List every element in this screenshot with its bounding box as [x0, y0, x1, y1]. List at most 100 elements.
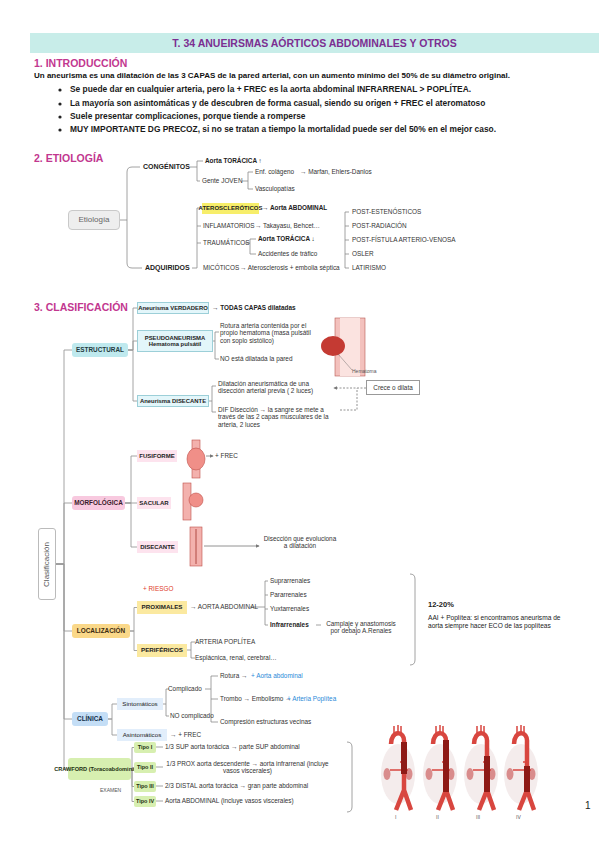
text-label: Yuxtarrenales: [270, 605, 309, 612]
affected-segment: [443, 740, 449, 792]
text-label: → Takayasu, Behcet…: [255, 222, 320, 229]
text-label: → + FREC: [170, 731, 201, 738]
text-label: CONGÉNITOS: [143, 163, 190, 171]
tree-connector: [130, 631, 137, 651]
node-text: LOCALIZACIÓN: [77, 627, 125, 634]
text-label: Rotura arteria contenida por el propio h…: [220, 322, 320, 344]
vessel-shape: [190, 527, 202, 566]
leader-line: [338, 354, 352, 370]
dashed-arrow: [334, 388, 366, 410]
type-box: Aneurisma VERDADERO: [137, 302, 209, 314]
text-label: LATIRISMO: [352, 264, 386, 271]
text-label: Suele presentar complicaciones, porque t…: [70, 112, 306, 122]
text-label: Accidentes de tráfico: [258, 250, 317, 257]
node-text: Etiología: [78, 216, 109, 225]
bullet: [58, 115, 61, 118]
text-label: Infrarrenales: [270, 621, 309, 628]
type-box: PROXIMALES: [137, 601, 187, 614]
node-text: PROXIMALES: [142, 604, 183, 611]
tree-connector: [128, 350, 137, 401]
tree-connector: [128, 341, 137, 350]
text-label: ARTERIA POPLÍTEA: [195, 638, 255, 645]
node-text: Tipo IV: [136, 798, 154, 804]
tree-connector: [125, 456, 137, 503]
category-box: LOCALIZACIÓN: [72, 624, 130, 638]
bracket: [209, 386, 216, 412]
type-box: PERIFÉRICOS: [137, 644, 187, 657]
text-label: + RIESGO: [143, 585, 173, 592]
text-label: 2. ETIOLOGÍA: [34, 152, 103, 164]
bracket: [213, 332, 219, 359]
affected-segment: [524, 766, 530, 792]
arrow-line: [206, 456, 213, 457]
bracket: [120, 167, 142, 268]
text-label: Enf. colágeno: [255, 168, 294, 175]
text-label: 12-20%: [428, 601, 454, 610]
node-text: Sintomáticos: [122, 701, 157, 708]
title-band: T. 34 ANUEIRSMAS AÓRTICOS ABDOMINALES Y …: [30, 33, 599, 53]
type-box: DISECANTE: [137, 541, 178, 553]
text-label: → TODAS CAPAS dilatadas: [212, 304, 296, 311]
tree-connector: [108, 704, 117, 719]
type-box: Tipo III: [134, 781, 156, 792]
bracket: [187, 642, 195, 658]
text-label: 1: [585, 800, 591, 812]
text-label: POST-FÍSTULA ARTERIO-VENOSA: [352, 236, 456, 243]
title-text: T. 34 ANUEIRSMAS AÓRTICOS ABDOMINALES Y …: [172, 37, 456, 49]
aorta-figure: [504, 725, 538, 810]
aorta-figure: [381, 725, 415, 810]
tree-connector: [130, 608, 137, 632]
node-text: Aneurisma VERDADERO: [138, 305, 208, 311]
category-box: CRAWFORD (Toracoabdominales): [68, 758, 131, 780]
text-label: ADQUIRIDOS: [145, 264, 190, 272]
text-label: Disección que evoluciona a dilatación: [262, 535, 338, 550]
text-label: → AORTA ABDOMINAL: [190, 603, 258, 610]
text-label: IV: [516, 815, 521, 821]
highlight-box: ATEROSCLERÓTICOS: [202, 203, 259, 214]
connector-line: [156, 747, 163, 801]
text-label: Trombo → Embolismo →: [220, 695, 292, 702]
text-label: La mayoría son asintomáticas y de descub…: [70, 99, 485, 109]
node-text: Clasificación: [43, 542, 52, 587]
type-box: SACULAR: [137, 497, 171, 509]
type-box: PSEUDOANEURISMAHematoma pulsátil: [137, 330, 213, 352]
fusiform-bulge: [187, 448, 205, 470]
type-box: Sintomáticos: [117, 698, 163, 710]
text-label: NO complicado: [170, 712, 214, 719]
text-label: DIF Disección → la sangre se mete a trav…: [218, 406, 338, 428]
morphology-illustrations: [183, 440, 259, 566]
text-label: I: [395, 815, 396, 821]
connector-line: [316, 625, 321, 626]
text-label: Esplácnica, renal, cerebral…: [195, 654, 277, 661]
aorta-figure: [464, 725, 498, 810]
category-box: Clasificación: [38, 528, 56, 600]
node-text: FUSIFORME: [139, 453, 174, 460]
text-label: POST-RADIACIÓN: [352, 222, 407, 229]
text-label: Rotura →: [220, 672, 247, 679]
text-label: Compresión estructuras vecinas: [220, 718, 311, 725]
pseudoaneurysm-illustration: [321, 318, 365, 376]
text-label: + Aorta abdominal: [251, 672, 303, 679]
text-label: 1. INTRODUCCIÓN: [34, 57, 127, 69]
affected-segment: [401, 742, 407, 774]
text-label: Hematoma: [352, 369, 376, 375]
crawford-illustrations: [381, 725, 538, 810]
etiology-brackets: [120, 161, 349, 268]
type-box: Tipo I: [134, 742, 156, 753]
text-label: + FREC: [215, 452, 238, 459]
text-label: INFLAMATORIOS: [203, 222, 255, 229]
text-label: 3. CLASIFICACIÓN: [34, 301, 128, 313]
text-label: OSLER: [352, 250, 374, 257]
node-text: MORFOLÓGICA: [74, 499, 123, 506]
type-box: Asintomáticos: [117, 729, 167, 741]
saccular-bulge: [189, 493, 203, 507]
node-text: Aneurisma DISECANTE: [140, 398, 206, 404]
arrow-line: [204, 546, 259, 547]
text-label: MICÓTICOS: [203, 264, 239, 271]
affected-segment: [484, 756, 490, 792]
type-box: Aneurisma DISECANTE: [137, 395, 209, 407]
hematoma-shape: [321, 336, 345, 356]
text-label: NO está dilatada la pared: [220, 355, 292, 362]
tree-connector: [56, 503, 72, 564]
bullet: [58, 128, 61, 131]
